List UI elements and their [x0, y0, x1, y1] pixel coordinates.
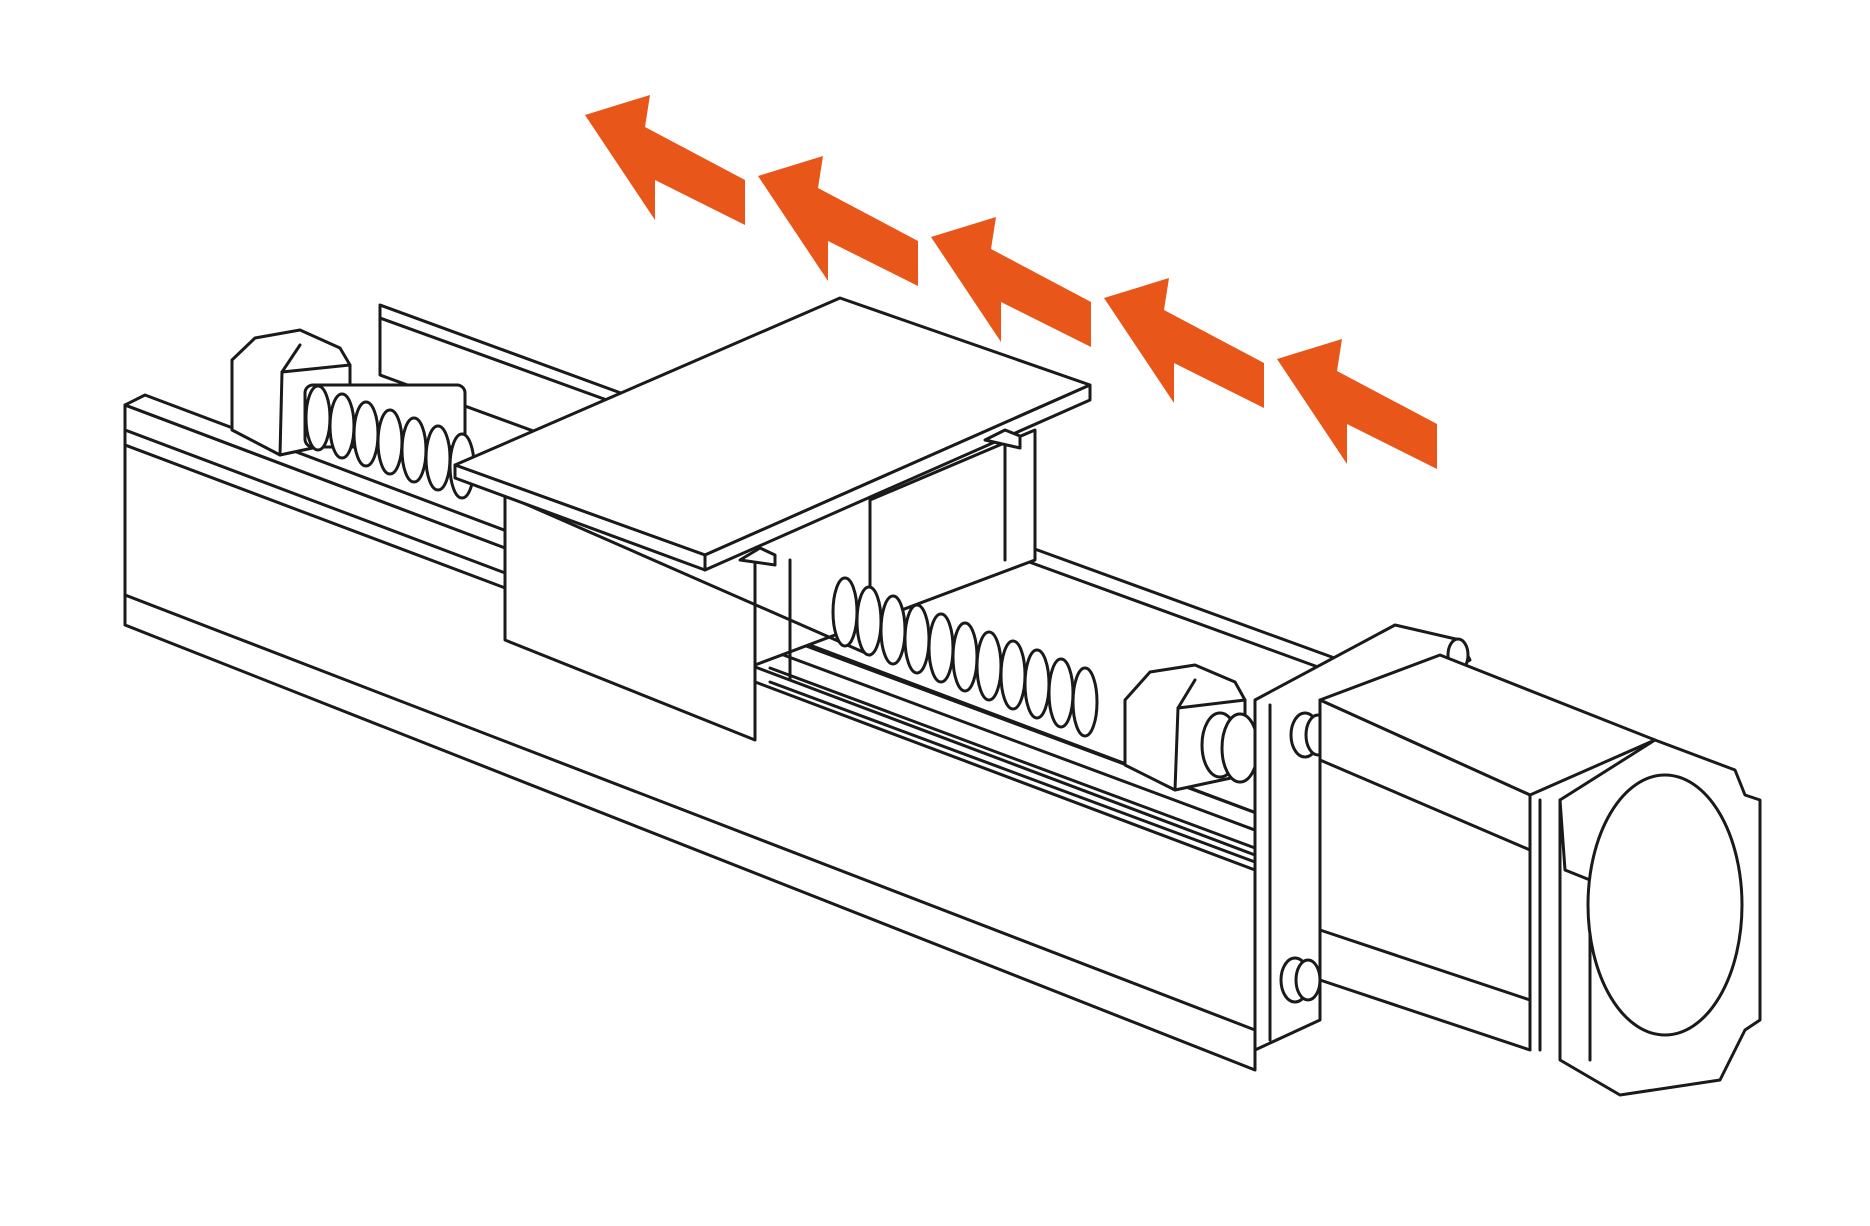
- screw-thread: [304, 384, 332, 452]
- screw-thread: [328, 392, 356, 460]
- motion-arrow: [1104, 278, 1264, 408]
- motion-arrow: [1277, 339, 1437, 469]
- screw-thread: [951, 621, 979, 693]
- motion-arrow: [931, 217, 1091, 347]
- screw-thread: [352, 400, 380, 468]
- screw-thread: [903, 603, 931, 675]
- ball-screw-center: [831, 576, 1099, 738]
- screw-thread: [400, 416, 428, 484]
- stepper-motor: [1318, 653, 1762, 1097]
- motor-flange: [1253, 623, 1472, 1052]
- screw-thread: [855, 585, 883, 657]
- screw-thread: [879, 594, 907, 666]
- screw-thread: [999, 639, 1027, 711]
- ball-screw-left: [303, 383, 476, 500]
- motion-arrow: [585, 95, 745, 225]
- screw-thread: [927, 612, 955, 684]
- screw-thread: [1071, 666, 1099, 738]
- screw-thread: [975, 630, 1003, 702]
- screw-thread: [424, 424, 452, 492]
- motion-arrows: [585, 95, 1437, 469]
- motion-arrow: [758, 156, 918, 286]
- screw-thread: [831, 576, 859, 648]
- screw-thread: [376, 408, 404, 476]
- motor-mount-bearing-block: [1123, 663, 1260, 792]
- carriage-plate: [453, 296, 1092, 572]
- screw-thread: [1023, 648, 1051, 720]
- screw-thread: [1047, 657, 1075, 729]
